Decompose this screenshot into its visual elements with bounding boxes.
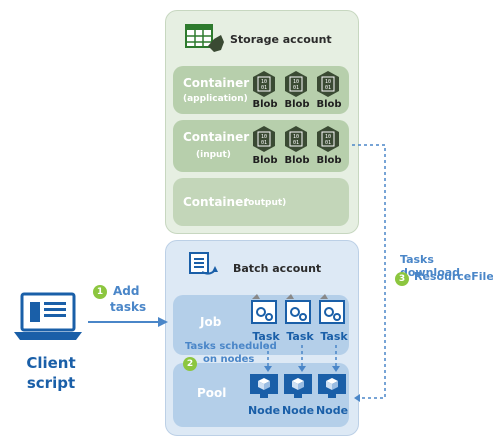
svg-text:01: 01 bbox=[293, 140, 299, 146]
svg-text:10: 10 bbox=[293, 79, 299, 85]
svg-text:01: 01 bbox=[325, 140, 331, 146]
blob-icon: 10 01 bbox=[285, 126, 307, 152]
node-icon bbox=[284, 374, 312, 398]
storage-account-title: Storage account bbox=[230, 33, 332, 46]
task-icon bbox=[319, 294, 345, 324]
blob-icon: 10 01 bbox=[285, 71, 307, 97]
task-label: Task bbox=[286, 330, 314, 343]
blob-icon: 10 01 bbox=[253, 71, 275, 97]
blob-label: Blob bbox=[252, 99, 278, 110]
pool-label: Pool bbox=[197, 386, 227, 400]
batch-account-title: Batch account bbox=[233, 262, 322, 275]
blob-hex-icons-row2: 10 01 10 01 10 01 bbox=[253, 126, 339, 152]
svg-text:01: 01 bbox=[261, 140, 267, 146]
svg-text:10: 10 bbox=[325, 134, 331, 140]
task-icons bbox=[251, 294, 345, 324]
blob-icon: 10 01 bbox=[317, 126, 339, 152]
client-label-line1: Client bbox=[26, 354, 76, 372]
container-application-title: Container bbox=[183, 76, 250, 90]
blob-label: Blob bbox=[284, 155, 310, 166]
step-1-text-line2: tasks bbox=[110, 300, 147, 314]
step-2-text-line2: on nodes bbox=[203, 354, 255, 365]
blob-label: Blob bbox=[316, 99, 342, 110]
task-icon bbox=[251, 294, 277, 324]
step-1-badge: 1 bbox=[93, 285, 107, 299]
task-label: Task bbox=[320, 330, 348, 343]
container-output-title: Container bbox=[183, 195, 250, 209]
step-2-badge: 2 bbox=[183, 357, 197, 371]
container-output-sub: (output) bbox=[244, 198, 287, 208]
blob-icon: 10 01 bbox=[317, 71, 339, 97]
storage-table-icon bbox=[185, 24, 224, 52]
container-input-sub: (input) bbox=[196, 150, 231, 160]
node-icons bbox=[250, 374, 346, 398]
node-label: Node bbox=[247, 404, 281, 417]
svg-text:10: 10 bbox=[293, 134, 299, 140]
client-label-line2: script bbox=[26, 374, 76, 392]
svg-text:10: 10 bbox=[261, 134, 267, 140]
svg-text:01: 01 bbox=[261, 85, 267, 91]
container-application-sub: (application) bbox=[183, 94, 248, 104]
task-icon bbox=[285, 294, 311, 324]
step-2-text-line1: Tasks scheduled bbox=[185, 341, 277, 352]
step-1-text-line1: Add bbox=[113, 284, 140, 298]
batch-icon bbox=[189, 252, 218, 275]
node-icon bbox=[318, 374, 346, 398]
svg-text:01: 01 bbox=[293, 85, 299, 91]
task-label: Task bbox=[252, 330, 280, 343]
container-input-title: Container bbox=[183, 130, 250, 144]
step-3-badge: 3 bbox=[395, 272, 409, 286]
laptop-icon bbox=[14, 292, 82, 340]
svg-text:10: 10 bbox=[261, 79, 267, 85]
step-3-text-line1: Tasks download bbox=[400, 253, 461, 279]
svg-text:10: 10 bbox=[325, 79, 331, 85]
job-label: Job bbox=[200, 315, 222, 329]
blob-label: Blob bbox=[284, 99, 310, 110]
blob-icon: 10 01 bbox=[253, 126, 275, 152]
node-icon bbox=[250, 374, 278, 398]
blob-label: Blob bbox=[316, 155, 342, 166]
node-label: Node bbox=[315, 404, 349, 417]
svg-text:01: 01 bbox=[325, 85, 331, 91]
container-output bbox=[173, 178, 349, 226]
blob-label: Blob bbox=[252, 155, 278, 166]
node-label: Node bbox=[281, 404, 315, 417]
step-3-text-line2: ResourceFiles bbox=[414, 270, 493, 283]
blob-hex-icons-row1: 10 01 10 01 10 01 bbox=[253, 71, 339, 97]
